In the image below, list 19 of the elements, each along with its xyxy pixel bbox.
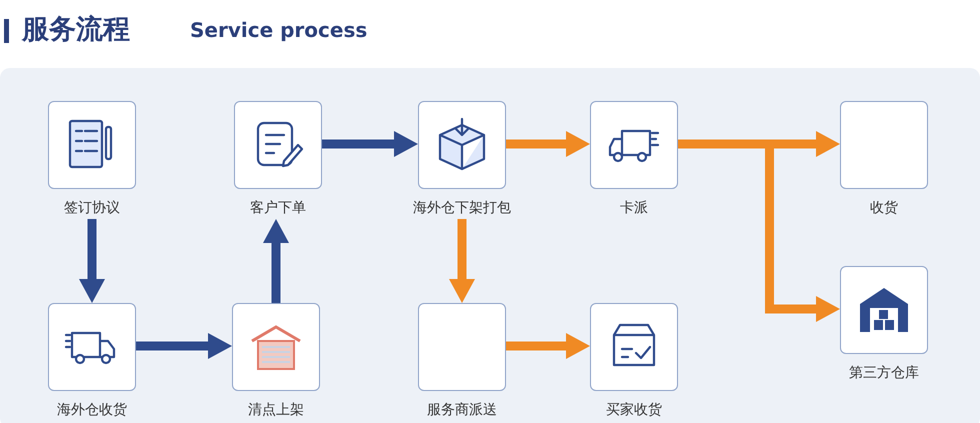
arrow	[136, 333, 232, 359]
step-label: 第三方仓库	[848, 364, 920, 382]
arrow	[322, 131, 418, 157]
subtitle: Service process	[190, 17, 368, 43]
step-label: 海外仓下架打包	[412, 199, 512, 217]
step-label: 海外仓收货	[56, 401, 128, 419]
arrow	[263, 219, 289, 303]
step-label: 签订协议	[63, 199, 121, 217]
arrow	[449, 219, 475, 303]
arrow	[506, 131, 590, 157]
step-label: 服务商派送	[426, 401, 498, 419]
step-label: 客户下单	[249, 199, 307, 217]
step-label: 清点上架	[247, 401, 305, 419]
step-label: 卡派	[619, 199, 649, 217]
step-label: 买家收货	[605, 401, 663, 419]
arrow	[506, 333, 590, 359]
title: 服务流程	[22, 13, 130, 47]
step-label: 收货	[869, 199, 899, 217]
arrow	[79, 219, 105, 303]
